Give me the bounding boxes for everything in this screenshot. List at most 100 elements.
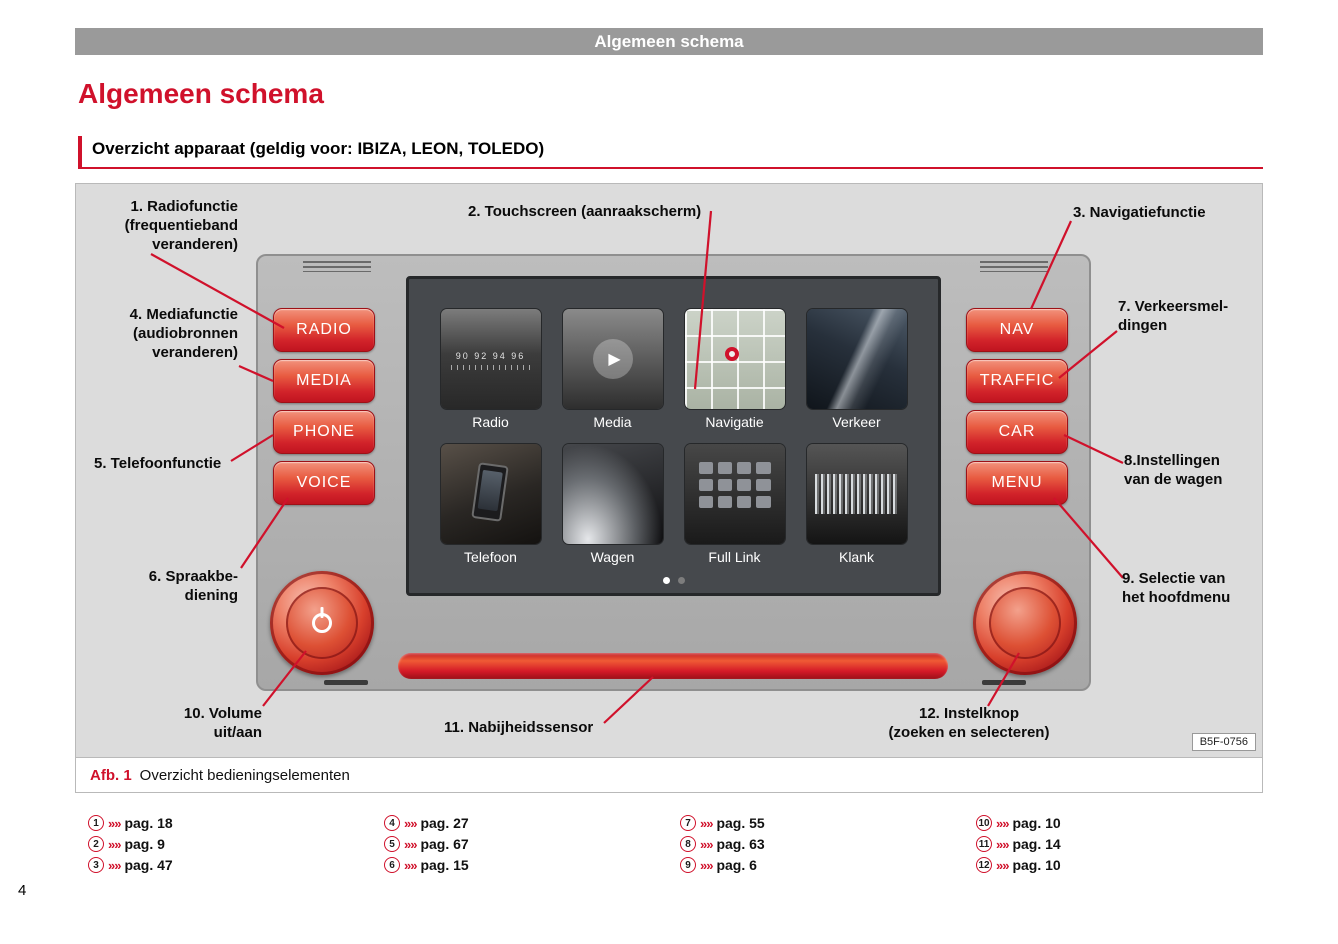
reference-column-1: 1 »» pag. 18 2 »» pag. 9 3 »» pag. 47 — [88, 815, 384, 873]
chevron-icon: »» — [996, 836, 1010, 852]
callout-radiofunctie: 1. Radiofunctie (frequentieband verander… — [124, 198, 238, 253]
chevron-icon: »» — [996, 815, 1010, 831]
ref-number-badge: 7 — [680, 815, 696, 831]
car-tile-image — [562, 444, 663, 544]
chevron-icon: »» — [404, 857, 418, 873]
tile-radio: 90 92 94 96 Radio — [440, 309, 541, 430]
tile-label-wagen: Wagen — [590, 549, 635, 565]
vent-grille-right — [980, 261, 1048, 272]
reference-item-3: 3 »» pag. 47 — [88, 857, 384, 873]
page-header-bar: Algemeen schema — [75, 28, 1263, 55]
callout-touchscreen: 2. Touchscreen (aanraakscherm) — [468, 203, 702, 220]
reference-item-12: 12 »» pag. 10 — [976, 857, 1272, 873]
page-number: 4 — [18, 882, 27, 899]
chevron-icon: »» — [108, 815, 122, 831]
callout-mediafunctie: 4. Mediafunctie (audiobronnen veranderen… — [129, 306, 238, 361]
reference-item-2: 2 »» pag. 9 — [88, 836, 384, 852]
chevron-icon: »» — [700, 815, 714, 831]
bottom-notch-left — [324, 680, 368, 685]
page-dots — [409, 577, 938, 584]
section-heading-text: Overzicht apparaat (geldig voor: IBIZA, … — [92, 139, 545, 158]
chevron-icon: »» — [108, 836, 122, 852]
ref-page-label: pag. 10 — [1012, 815, 1061, 831]
tile-label-navigatie: Navigatie — [705, 414, 764, 430]
callout-volume: 10. Volume uit/aan — [183, 705, 262, 741]
chevron-icon: »» — [996, 857, 1010, 873]
header-bar-title: Algemeen schema — [594, 31, 744, 51]
callout-instelknop: 12. Instelknop (zoeken en selecteren) — [888, 705, 1050, 741]
reference-item-9: 9 »» pag. 6 — [680, 857, 976, 873]
tile-media: ▶ Media — [562, 309, 663, 430]
app-grid-icon — [698, 462, 771, 508]
media-tile-image: ▶ — [562, 309, 663, 409]
reference-item-6: 6 »» pag. 15 — [384, 857, 680, 873]
tile-label-klank: Klank — [838, 549, 875, 565]
callout-telefoonfunctie: 5. Telefoonfunctie — [94, 455, 222, 472]
chevron-icon: »» — [700, 836, 714, 852]
callout-nabijheidssensor: 11. Nabijheidssensor — [444, 719, 594, 736]
ref-page-label: pag. 63 — [716, 836, 765, 852]
reference-column-4: 10 »» pag. 10 11 »» pag. 14 12 »» pag. 1… — [976, 815, 1272, 873]
callout-verkeersmeldingen: 7. Verkeersmel- dingen — [1118, 298, 1229, 334]
tile-verkeer: Verkeer — [806, 309, 907, 430]
tile-telefoon: Telefoon — [440, 444, 541, 565]
selector-knob — [973, 571, 1077, 675]
ref-page-label: pag. 55 — [716, 815, 765, 831]
reference-column-3: 7 »» pag. 55 8 »» pag. 63 9 »» pag. 6 — [680, 815, 976, 873]
ref-page-label: pag. 6 — [716, 857, 757, 873]
reference-item-11: 11 »» pag. 14 — [976, 836, 1272, 852]
page-dot-inactive — [677, 577, 685, 584]
chevron-icon: »» — [404, 836, 418, 852]
ref-number-badge: 3 — [88, 857, 104, 873]
map-marker-icon — [724, 347, 739, 361]
waveform-icon — [814, 474, 899, 514]
radio-tile-image: 90 92 94 96 — [440, 309, 541, 409]
ref-page-label: pag. 10 — [1012, 857, 1061, 873]
voice-button: VOICE — [273, 461, 375, 505]
touchscreen: 90 92 94 96 Radio ▶ Media — [406, 276, 941, 596]
media-button: MEDIA — [273, 359, 375, 403]
figure-caption: Afb. 1 Overzicht bedieningselementen — [76, 757, 1262, 792]
traffic-button: TRAFFIC — [966, 359, 1068, 403]
ref-page-label: pag. 9 — [124, 836, 165, 852]
menu-button: MENU — [966, 461, 1068, 505]
tile-label-telefoon: Telefoon — [464, 549, 517, 565]
callout-spraakbediening: 6. Spraakbe- diening — [148, 568, 238, 604]
ref-page-label: pag. 15 — [420, 857, 469, 873]
reference-item-4: 4 »» pag. 27 — [384, 815, 680, 831]
page-title: Algemeen schema — [78, 78, 324, 109]
tile-label-radio: Radio — [472, 414, 509, 430]
chevron-icon: »» — [404, 815, 418, 831]
ref-number-badge: 2 — [88, 836, 104, 852]
ref-number-badge: 6 — [384, 857, 400, 873]
figure: RADIO MEDIA PHONE VOICE NAV TRAFFIC CAR … — [75, 183, 1263, 793]
bottom-notch-right — [982, 680, 1026, 685]
tile-fulllink: Full Link — [684, 444, 785, 565]
phone-icon — [470, 462, 509, 522]
tile-wagen: Wagen — [562, 444, 663, 565]
ref-page-label: pag. 14 — [1012, 836, 1061, 852]
figure-area: RADIO MEDIA PHONE VOICE NAV TRAFFIC CAR … — [76, 184, 1262, 757]
callout-hoofdmenu: 9. Selectie van het hoofdmenu — [1122, 570, 1231, 606]
tile-klank: Klank — [806, 444, 907, 565]
figure-caption-text: Overzicht bedieningselementen — [139, 766, 350, 784]
frequency-scale: 90 92 94 96 — [455, 351, 526, 361]
tile-label-fulllink: Full Link — [708, 549, 761, 565]
proximity-sensor — [398, 653, 948, 679]
figure-caption-label: Afb. 1 — [90, 766, 132, 784]
phone-button: PHONE — [273, 410, 375, 454]
radio-button: RADIO — [273, 308, 375, 352]
traffic-tile-image — [806, 309, 907, 409]
ref-number-badge: 4 — [384, 815, 400, 831]
ref-number-badge: 1 — [88, 815, 104, 831]
tile-label-verkeer: Verkeer — [832, 414, 881, 430]
ref-number-badge: 9 — [680, 857, 696, 873]
reference-item-5: 5 »» pag. 67 — [384, 836, 680, 852]
tile-navigatie: Navigatie — [684, 309, 785, 430]
reference-item-10: 10 »» pag. 10 — [976, 815, 1272, 831]
chevron-icon: »» — [108, 857, 122, 873]
ref-number-badge: 5 — [384, 836, 400, 852]
ref-number-badge: 12 — [976, 857, 992, 873]
page-dot-active — [662, 577, 670, 584]
